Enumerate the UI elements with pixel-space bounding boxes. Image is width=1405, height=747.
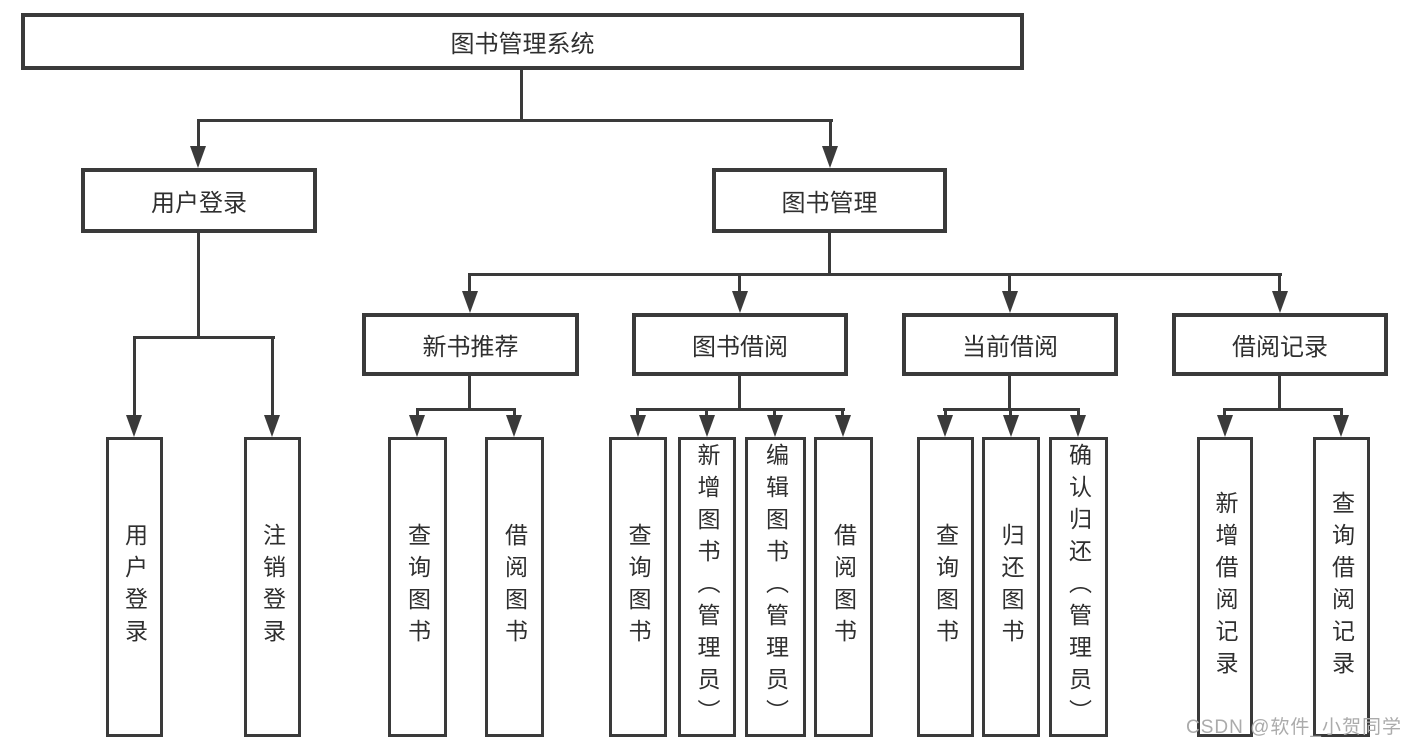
- leaf-br-add-borrow-record: 新增借阅记录: [1197, 437, 1253, 737]
- node-label: 当前借阅: [962, 334, 1058, 361]
- line: [1223, 408, 1343, 411]
- leaf-cb-query-books: 查询图书: [917, 437, 974, 737]
- arrowhead-down-icon: [126, 415, 142, 437]
- node-label: 图书管理: [781, 190, 878, 217]
- arrowhead-down-icon: [835, 415, 851, 437]
- line: [829, 119, 832, 146]
- node-borrowing-records: 借阅记录: [1172, 313, 1388, 376]
- arrowhead-down-icon: [937, 415, 953, 437]
- leaf-label: 借阅图书: [501, 523, 528, 651]
- line: [468, 273, 1282, 276]
- node-label: 图书借阅: [692, 334, 788, 361]
- line: [828, 233, 831, 273]
- line: [133, 336, 136, 415]
- node-label: 借阅记录: [1232, 334, 1328, 361]
- arrowhead-down-icon: [462, 291, 478, 313]
- node-new-book-recommend: 新书推荐: [362, 313, 579, 376]
- leaf-nbr-borrow-books: 借阅图书: [485, 437, 544, 737]
- node-current-borrowing: 当前借阅: [902, 313, 1118, 376]
- leaf-label: 借阅图书: [830, 523, 857, 651]
- leaf-label: 查询借阅记录: [1328, 491, 1355, 683]
- line: [197, 233, 200, 336]
- arrowhead-down-icon: [732, 291, 748, 313]
- leaf-cb-return-books: 归还图书: [982, 437, 1040, 737]
- line: [636, 408, 845, 411]
- arrowhead-down-icon: [190, 146, 206, 168]
- line: [636, 408, 639, 415]
- leaf-label: 查询图书: [625, 523, 651, 651]
- line: [1009, 408, 1012, 415]
- line: [416, 408, 419, 415]
- line: [197, 119, 200, 146]
- leaf-label: 归还图书: [998, 523, 1024, 651]
- line: [1278, 376, 1281, 408]
- node-book-borrowing: 图书借阅: [632, 313, 848, 376]
- line: [1340, 408, 1343, 415]
- arrowhead-down-icon: [822, 146, 838, 168]
- node-label: 图书管理系统: [450, 31, 595, 58]
- leaf-br-query-borrow-record: 查询借阅记录: [1313, 437, 1370, 737]
- line: [1223, 408, 1226, 415]
- leaf-logout: 注销登录: [244, 437, 301, 737]
- leaf-label: 查询图书: [932, 523, 959, 651]
- node-label: 新书推荐: [422, 334, 519, 361]
- line: [271, 336, 274, 415]
- leaf-label: 注销登录: [259, 523, 286, 651]
- leaf-bb-add-book-admin: 新增图书（管理员）: [678, 437, 736, 737]
- leaf-label: 确认归还（管理员）: [1065, 443, 1092, 731]
- leaf-label: 用户登录: [121, 523, 148, 651]
- leaf-bb-query-books: 查询图书: [609, 437, 667, 737]
- line: [738, 273, 741, 291]
- arrowhead-down-icon: [409, 415, 425, 437]
- line: [841, 408, 844, 415]
- arrowhead-down-icon: [1002, 291, 1018, 313]
- arrowhead-down-icon: [1333, 415, 1349, 437]
- line: [416, 408, 516, 411]
- leaf-label: 新增图书（管理员）: [694, 443, 720, 731]
- leaf-bb-borrow-books: 借阅图书: [814, 437, 873, 737]
- line: [468, 273, 471, 291]
- node-library-management-system: 图书管理系统: [21, 13, 1024, 70]
- arrowhead-down-icon: [264, 415, 280, 437]
- leaf-label: 查询图书: [404, 523, 431, 651]
- arrowhead-down-icon: [1070, 415, 1086, 437]
- line: [944, 408, 947, 415]
- line: [520, 70, 523, 119]
- leaf-cb-confirm-return-admin: 确认归还（管理员）: [1049, 437, 1108, 737]
- arrowhead-down-icon: [1217, 415, 1233, 437]
- leaf-label: 编辑图书（管理员）: [762, 443, 789, 731]
- node-label: 用户登录: [151, 190, 247, 217]
- line: [1008, 376, 1011, 408]
- arrowhead-down-icon: [767, 415, 783, 437]
- line: [705, 408, 708, 415]
- line: [738, 376, 741, 408]
- arrowhead-down-icon: [630, 415, 646, 437]
- line: [773, 408, 776, 415]
- arrowhead-down-icon: [506, 415, 522, 437]
- line: [513, 408, 516, 415]
- arrowhead-down-icon: [699, 415, 715, 437]
- arrowhead-down-icon: [1272, 291, 1288, 313]
- leaf-bb-edit-book-admin: 编辑图书（管理员）: [745, 437, 806, 737]
- arrowhead-down-icon: [1003, 415, 1019, 437]
- line: [197, 119, 833, 122]
- line: [1008, 273, 1011, 291]
- line: [468, 376, 471, 408]
- leaf-user-login: 用户登录: [106, 437, 163, 737]
- csdn-watermark: CSDN @软件_小贺同学: [1186, 717, 1402, 738]
- line: [1278, 273, 1281, 291]
- node-user-login: 用户登录: [81, 168, 317, 233]
- node-book-management: 图书管理: [712, 168, 947, 233]
- line: [133, 336, 275, 339]
- line: [1077, 408, 1080, 415]
- leaf-nbr-query-books: 查询图书: [388, 437, 447, 737]
- leaf-label: 新增借阅记录: [1212, 491, 1238, 683]
